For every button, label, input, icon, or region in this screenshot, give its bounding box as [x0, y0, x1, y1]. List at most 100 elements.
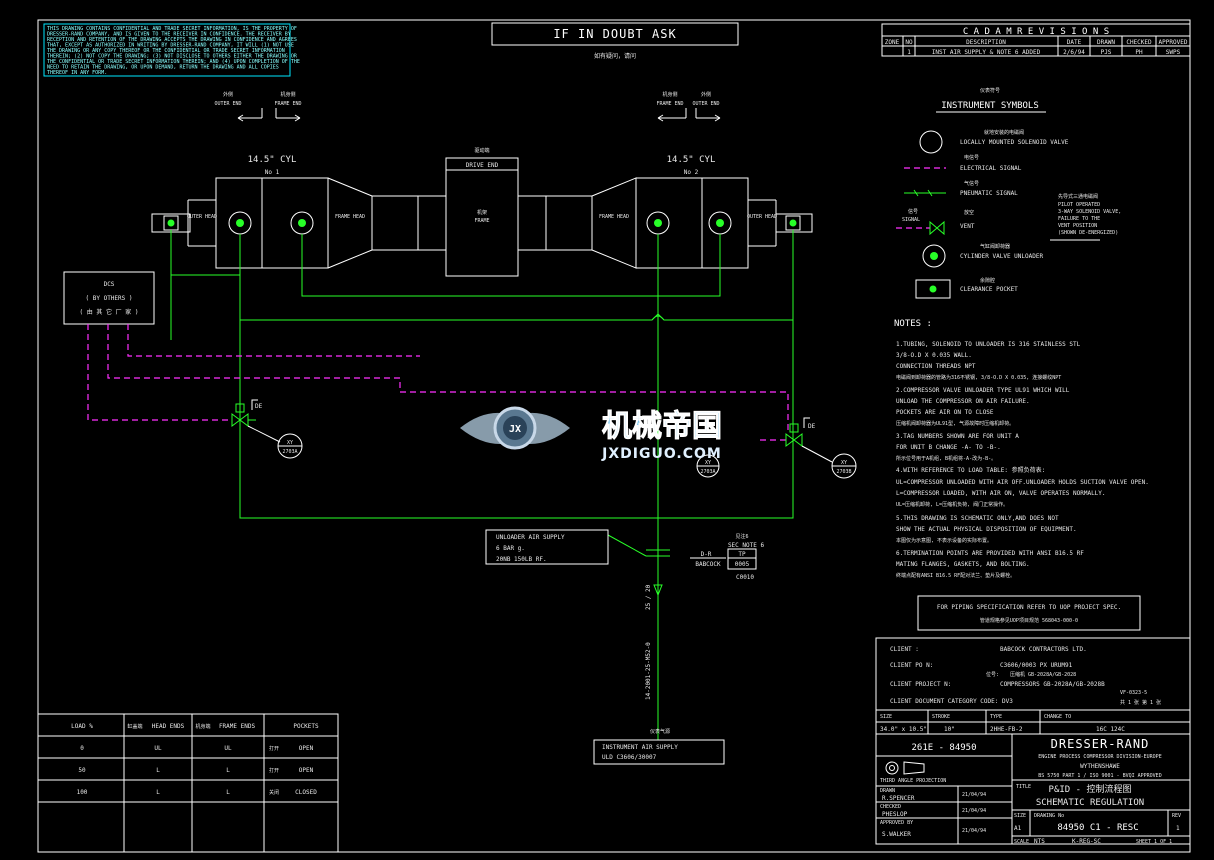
tb-sheet-size-value: A1: [1014, 825, 1022, 832]
load-row-3-head: L: [156, 789, 160, 796]
tb-rev-value: 1: [1176, 825, 1180, 832]
rev-header-description: DESCRIPTION: [966, 39, 1006, 46]
pneumatic-lines: [170, 230, 794, 740]
signal-legend: SIGNAL: [902, 217, 920, 223]
tb-scale-label: SCALE: [1014, 839, 1029, 845]
outer-end-cn-left: 外侧: [223, 91, 233, 98]
cylinder-1-cone: [327, 177, 373, 269]
client-value: BABCOCK CONTRACTORS LTD.: [1000, 646, 1087, 653]
tb-approved-label: APPROVED BY: [880, 820, 913, 826]
outer-end-left: OUTER END: [214, 101, 241, 107]
tp-number: 0005: [735, 561, 750, 568]
outer-end-cn-right: 外侧: [701, 91, 711, 98]
tb-method-value: K-REG-SC: [1072, 838, 1101, 845]
note-line-10: FOR UNIT B CHANGE -A- TO -B-.: [896, 444, 1001, 451]
symbols-title: INSTRUMENT SYMBOLS: [941, 101, 1039, 111]
load-row-2-pockets: OPEN: [299, 767, 314, 774]
tb-company: DRESSER-RAND: [1051, 737, 1150, 751]
client-project-label: CLIENT PROJECT N:: [890, 681, 951, 688]
tb-sheet-size-label: SIZE: [1014, 813, 1026, 819]
confidential-line-1: THIS DRAWING CONTAINS CONFIDENTIAL AND T…: [47, 26, 297, 32]
gear-hub: [503, 416, 527, 440]
notes-title: NOTES :: [894, 319, 932, 329]
rev-row-date: 2/6/94: [1063, 49, 1085, 56]
outer-end-right: OUTER END: [692, 101, 719, 107]
cylinder-2-body: [635, 177, 749, 269]
load-row-1-head: UL: [154, 745, 162, 752]
solenoid-legend: LOCALLY MOUNTED SOLENOID VALVE: [960, 139, 1069, 146]
rev-header-drawn: DRAWN: [1097, 39, 1115, 46]
notes-block: NOTES : 1.TUBING, SOLENOID TO UNLOADER I…: [894, 319, 1149, 579]
client-block: CLIENT : BABCOCK CONTRACTORS LTD. CLIENT…: [875, 637, 1191, 711]
tb-rev-label: REV: [1172, 813, 1181, 819]
note-line-20: MATING FLANGES, GASKETS, AND BOLTING.: [896, 561, 1030, 568]
tb-change-value: 16C 124C: [1096, 726, 1125, 733]
note-line-17: SHOW THE ACTUAL PHYSICAL DISPOSITION OF …: [896, 526, 1077, 533]
unloader-symbol: [922, 244, 946, 268]
tp-label: TP: [738, 551, 746, 558]
tag-xy-mid: XY 2703A: [696, 454, 720, 478]
piping-spec-line-1: FOR PIPING SPECIFICATION REFER TO UOP PR…: [937, 604, 1121, 611]
load-table: LOAD % 缸盖端 HEAD ENDS 机身端 FRAME ENDS POCK…: [37, 713, 339, 853]
dcs-title: DCS: [104, 281, 115, 288]
dcs-box: [63, 271, 155, 325]
electrical-signals: [87, 324, 789, 441]
note-line-21: 终端点配有ANSI B16.5 RF配对法兰、垫片及螺栓。: [896, 572, 1015, 579]
client-po-value: C3606/0003 PX URUM91: [1000, 662, 1073, 669]
dcs-by-others: ( BY OTHERS ): [86, 295, 133, 302]
rev-header-zone: ZONE: [885, 39, 900, 46]
note-line-18: 本图仅为示意图, 不表示设备的实际布置。: [896, 537, 992, 544]
instrument-symbols-legend: 仪表符号 INSTRUMENT SYMBOLS 就地安装的电磁阀 LOCALLY…: [896, 87, 1121, 299]
rev-row-approved: SWPS: [1166, 49, 1181, 56]
watermark-badge: JX: [509, 424, 521, 435]
tb-projection: THIRD ANGLE PROJECTION: [880, 778, 946, 784]
symbols-title-cn: 仪表符号: [980, 87, 1000, 94]
instrument-air-line-2: ULD C3606/30007: [602, 754, 657, 761]
client-po-tag: 压缩机 GB-2028A/GB-2028: [1010, 671, 1076, 678]
rev-row-no: 1: [907, 49, 911, 56]
tb-sheet: SHEET 1 OF 1: [1136, 839, 1172, 845]
solenoid-right-de: DE: [808, 423, 816, 430]
pocket-legend: CLEARANCE POCKET: [960, 286, 1018, 293]
client-po-label: CLIENT PO N:: [890, 662, 933, 669]
unloader-legend: CYLINDER VALVE UNLOADER: [960, 253, 1043, 260]
load-row-3-frame: L: [226, 789, 230, 796]
note-line-13: UL=COMPRESSOR UNLOADED WITH AIR OFF.UNLO…: [896, 479, 1149, 486]
rev-row-description: INST AIR SUPPLY & NOTE 6 ADDED: [932, 49, 1041, 56]
tb-drawing-no: 84950 C1 - RESC: [1057, 823, 1138, 833]
load-row-3-load: 100: [77, 789, 88, 796]
cylinder-1-outer-head: OUTER HEAD: [187, 214, 217, 220]
load-header-head-cn: 缸盖端: [127, 723, 142, 730]
load-row-2-head: L: [156, 767, 160, 774]
drive-end-box: [445, 157, 519, 171]
tb-city: WYTHENSHAWE: [1080, 763, 1120, 770]
signal-legend-cn: 信号: [908, 208, 918, 215]
solenoid-symbol: [919, 130, 943, 154]
termination-point: 见注6 SEC NOTE 6 D-R BABCOCK TP 0005 C0010: [690, 533, 764, 581]
solenoid-valve-left: DE XY 2703A: [231, 399, 303, 459]
tb-drawing-no-label: DRAWING No: [1034, 813, 1064, 819]
note-line-7: POCKETS ARE AIR ON TO CLOSE: [896, 409, 994, 416]
note-line-9: 3.TAG NUMBERS SHOWN ARE FOR UNIT A: [896, 433, 1019, 440]
frame-end-left: FRAME END: [274, 101, 301, 107]
tb-type-label: TYPE: [990, 714, 1002, 720]
end-labels: 外侧 OUTER END 机身侧 FRAME END 机身侧 FRAME END…: [214, 91, 721, 176]
cylinder-1-title: 14.5" CYL: [248, 155, 297, 165]
pilot-legend-1: PILOT OPERATED: [1058, 202, 1100, 208]
note-line-8: 压缩机阀卸荷器为UL91型, 气源故障时压缩机卸荷。: [896, 420, 1014, 427]
tb-title-1: P&ID - 控制流程图: [1049, 783, 1132, 795]
load-header-frame-cn: 机身端: [195, 723, 210, 730]
electrical-legend: ELECTRICAL SIGNAL: [960, 165, 1022, 172]
vent-legend-cn: 放空: [964, 209, 974, 216]
unloader-legend-cn: 气缸阀卸荷器: [980, 243, 1010, 250]
note-line-5: 2.COMPRESSOR VALVE UNLOADER TYPE UL91 WH…: [896, 387, 1070, 394]
rev-header-approved: APPROVED: [1159, 39, 1188, 46]
vent-legend: VENT: [960, 223, 975, 230]
note-line-12: 4.WITH REFERENCE TO LOAD TABLE: 参照负荷表:: [896, 466, 1045, 474]
watermark-cn: 机械帝国: [602, 409, 722, 444]
revisions-table: C A D A M R E V I S I O N S ZONE NO DESC…: [881, 23, 1191, 57]
note-line-19: 6.TERMINATION POINTS ARE PROVIDED WITH A…: [896, 550, 1084, 557]
client-label: CLIENT :: [890, 646, 919, 653]
piping-spec-box: [917, 595, 1141, 631]
load-header-pockets: POCKETS: [293, 723, 319, 730]
